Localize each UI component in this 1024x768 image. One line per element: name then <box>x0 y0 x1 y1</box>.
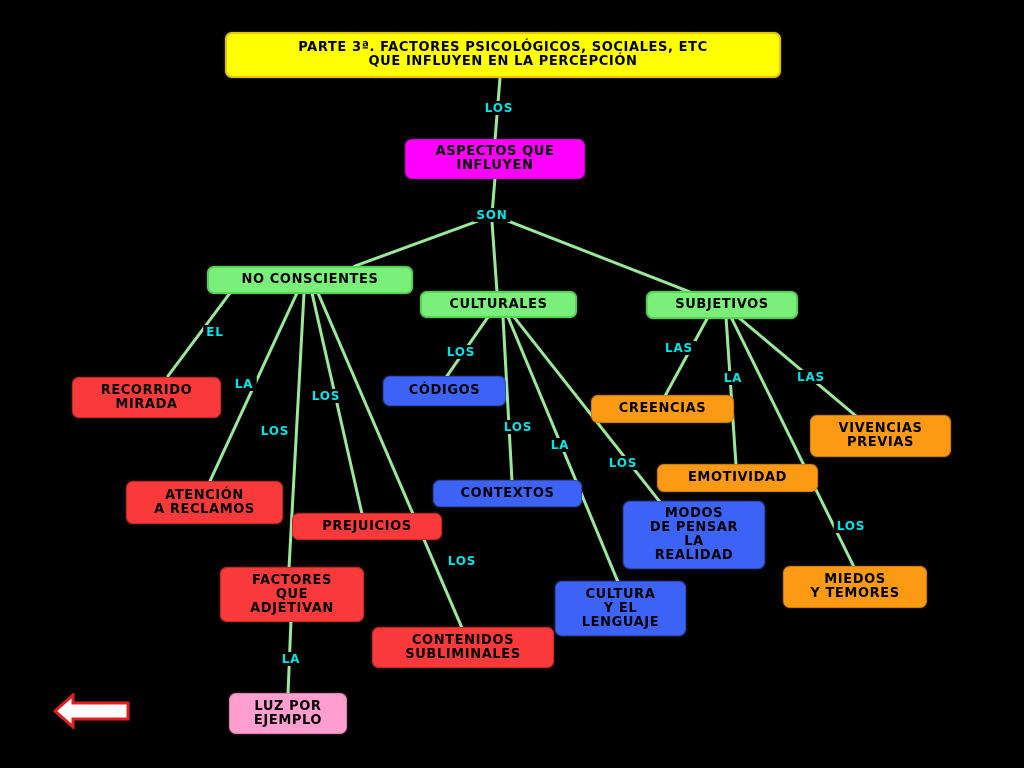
atencion-reclamos-node: ATENCIÓN A RECLAMOS <box>126 481 283 524</box>
connector-nc-recorrido <box>166 291 232 378</box>
label-son: SON <box>473 208 511 222</box>
label-las-creencias: LAS <box>662 341 696 355</box>
label-la-atencion: LA <box>231 377 257 391</box>
label-los-prejuicios: LOS <box>308 389 344 403</box>
connector-son-subjetivos <box>506 219 692 294</box>
connector-nc-factores <box>287 291 306 570</box>
subjetivos-node: SUBJETIVOS <box>646 291 798 319</box>
connector-son-culturales <box>490 220 499 294</box>
label-los-contextos: LOS <box>500 420 536 434</box>
contenidos-subliminales-node: CONTENIDOS SUBLIMINALES <box>372 627 554 668</box>
cultura-lenguaje-node: CULTURA Y EL LENGUAJE <box>555 581 686 636</box>
label-las-vivencias: LAS <box>794 370 828 384</box>
label-la-luz: LA <box>278 652 304 666</box>
title-node: PARTE 3ª. FACTORES PSICOLÓGICOS, SOCIALE… <box>225 32 781 78</box>
label-la-cultura: LA <box>547 438 573 452</box>
factores-adjetivan-node: FACTORES QUE ADJETIVAN <box>220 567 364 622</box>
label-la-emotividad: LA <box>720 371 746 385</box>
connector-subj-emotividad <box>724 315 738 467</box>
connector-nc-contenidos <box>316 291 464 630</box>
connector-subj-miedos <box>729 315 856 569</box>
connector-cult-modos <box>512 315 662 504</box>
emotividad-node: EMOTIVIDAD <box>657 464 818 492</box>
contextos-node: CONTEXTOS <box>433 480 582 507</box>
creencias-node: CREENCIAS <box>591 395 734 423</box>
label-los-factores: LOS <box>257 424 293 438</box>
connector-cult-contextos <box>501 315 514 483</box>
miedos-temores-node: MIEDOS Y TEMORES <box>783 566 927 608</box>
no-conscientes-node: NO CONSCIENTES <box>207 266 413 294</box>
modos-pensar-node: MODOS DE PENSAR LA REALIDAD <box>623 501 765 569</box>
codigos-node: CÓDIGOS <box>383 376 506 406</box>
connector-nc-prejuicios <box>310 291 364 516</box>
label-el: EL <box>203 325 227 339</box>
label-los-contenidos: LOS <box>444 554 480 568</box>
label-los-title: LOS <box>481 101 517 115</box>
culturales-node: CULTURALES <box>420 291 577 318</box>
recorrido-mirada-node: RECORRIDO MIRADA <box>72 377 221 418</box>
aspectos-node: ASPECTOS QUE INFLUYEN <box>405 139 585 179</box>
vivencias-previas-node: VIVENCIAS PREVIAS <box>810 415 951 457</box>
luz-por-ejemplo-node: LUZ POR EJEMPLO <box>229 693 347 734</box>
label-los-miedos: LOS <box>833 519 869 533</box>
connector-subj-creencias <box>663 315 710 398</box>
connector-subj-vivencias <box>736 315 858 418</box>
back-arrow-icon[interactable] <box>52 693 132 729</box>
label-los-codigos: LOS <box>443 345 479 359</box>
prejuicios-node: PREJUICIOS <box>292 513 442 540</box>
connector-son-no-conscientes <box>353 219 480 268</box>
label-los-modos: LOS <box>605 456 641 470</box>
